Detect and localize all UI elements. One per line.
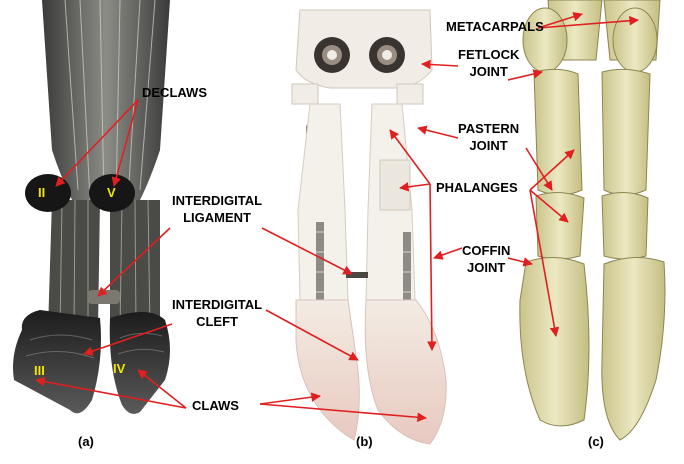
fetlock-joint-label: FETLOCK JOINT <box>458 46 519 80</box>
coffin-joint-line2: JOINT <box>462 259 510 276</box>
fetlock-joint-line2: JOINT <box>458 63 519 80</box>
coffin-joint-line1: COFFIN <box>462 242 510 259</box>
interdigital-ligament-line2: LIGAMENT <box>172 209 262 226</box>
interdigital-ligament-label: INTERDIGITAL LIGAMENT <box>172 192 262 226</box>
pastern-joint-line2: JOINT <box>458 137 519 154</box>
panel-b-prosthesis <box>292 10 446 444</box>
panel-b-caption: (b) <box>356 434 373 449</box>
digit-label-ii: II <box>38 185 45 200</box>
metacarpals-label: METACARPALS <box>446 18 544 35</box>
digit-label-v: V <box>107 185 116 200</box>
panel-c-caption: (c) <box>588 434 604 449</box>
interdigital-ligament-line1: INTERDIGITAL <box>172 192 262 209</box>
interdigital-cleft-label: INTERDIGITAL CLEFT <box>172 296 262 330</box>
coffin-joint-label: COFFIN JOINT <box>462 242 510 276</box>
declaws-label: DECLAWS <box>142 84 207 101</box>
panel-c-bones <box>520 0 665 440</box>
interdigital-cleft-line2: CLEFT <box>172 313 262 330</box>
claws-label: CLAWS <box>192 397 239 414</box>
pastern-joint-line1: PASTERN <box>458 120 519 137</box>
digit-label-iii: III <box>34 363 45 378</box>
pastern-joint-label: PASTERN JOINT <box>458 120 519 154</box>
fetlock-joint-line1: FETLOCK <box>458 46 519 63</box>
digit-label-iv: IV <box>113 361 125 376</box>
panel-a-caption: (a) <box>78 434 94 449</box>
interdigital-cleft-line1: INTERDIGITAL <box>172 296 262 313</box>
phalanges-label: PHALANGES <box>436 179 518 196</box>
